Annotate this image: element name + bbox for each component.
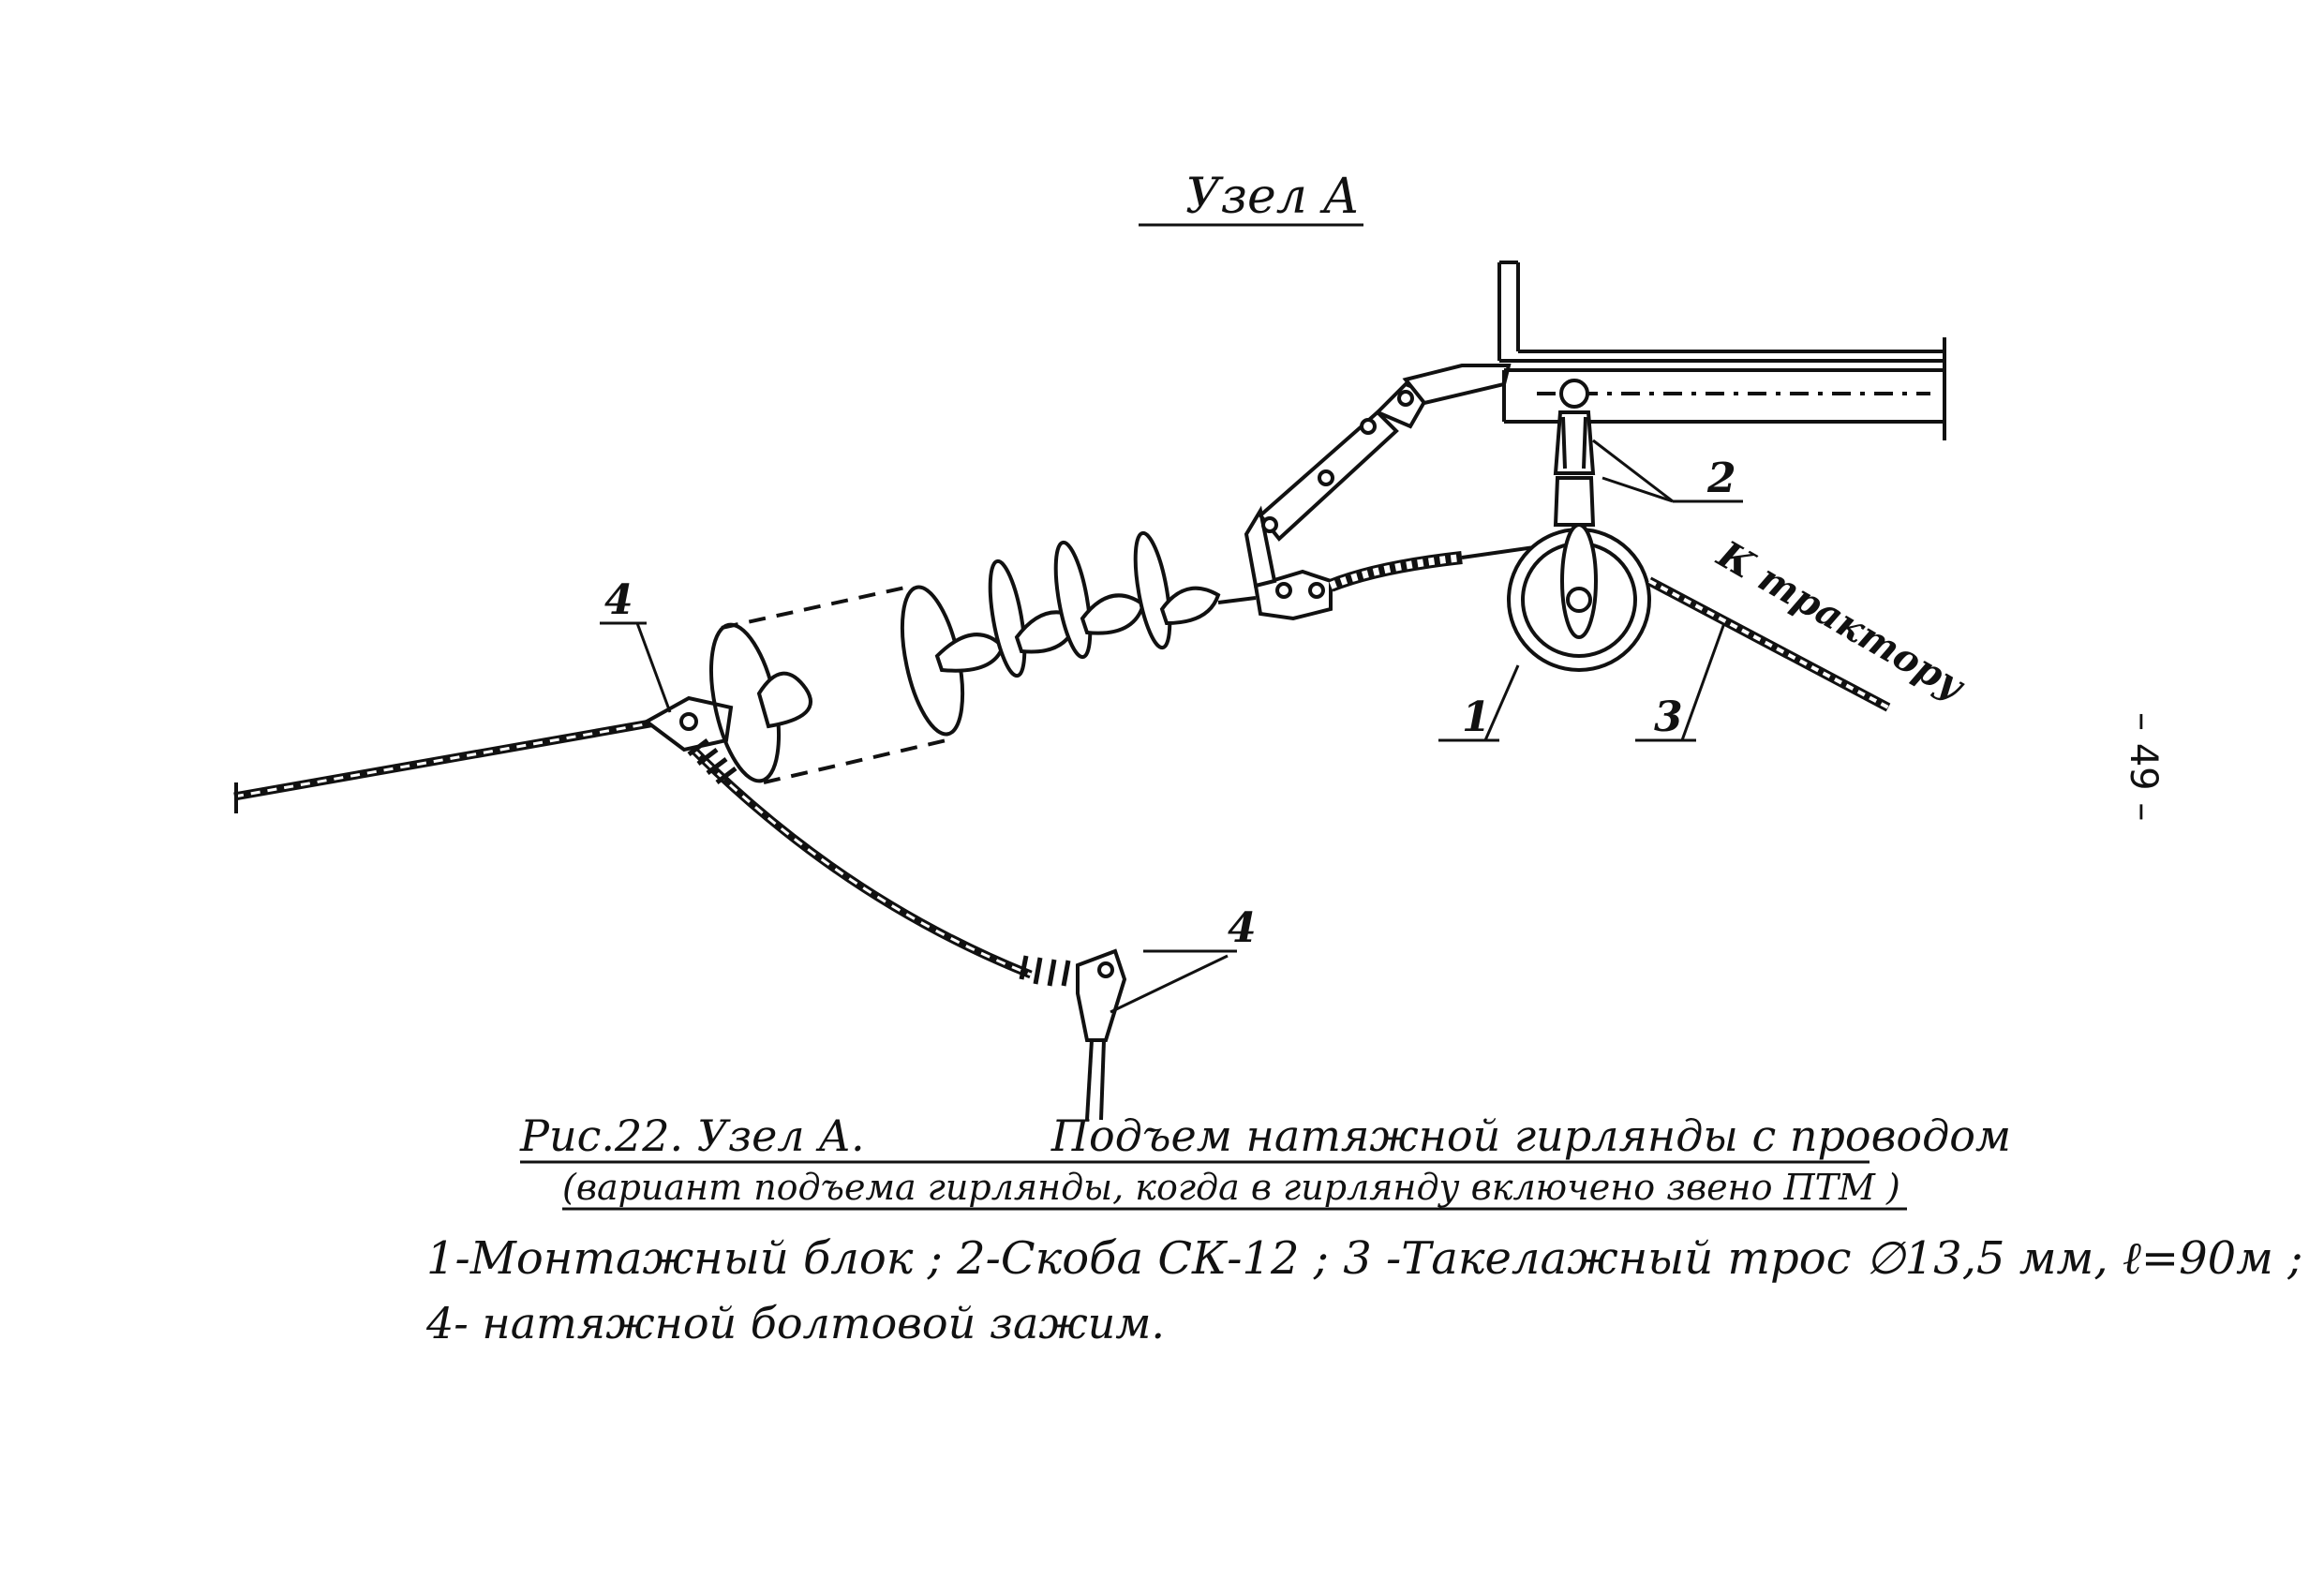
main-wire xyxy=(233,717,662,813)
node-title: Узел А xyxy=(1185,169,1360,225)
tractor-rope xyxy=(1646,576,1891,712)
insulator-cylinder xyxy=(709,584,965,784)
bolted-clamp-lower xyxy=(1076,948,1127,1121)
callout-1: 1 xyxy=(1462,693,1491,741)
erection-block xyxy=(1507,523,1651,672)
legend-line-1: 1-Монтажный блок ; 2-Скоба СК-12 ; 3 -Та… xyxy=(426,1232,2303,1285)
figure-caption-title: Рис.22. Узел А. Подъем натяжной гирлянды… xyxy=(520,1110,2011,1161)
figure-caption-text: Подъем натяжной гирлянды с проводом xyxy=(1050,1110,2012,1161)
callout-2: 2 xyxy=(1706,454,1736,502)
tension-clamp-top xyxy=(643,695,734,752)
page-number: – 49 – xyxy=(2122,712,2165,822)
tape-wraps xyxy=(687,738,1071,987)
insulator-string xyxy=(756,530,1257,729)
callout-3: 3 xyxy=(1654,693,1683,741)
figure-number: Рис.22. Узел А. xyxy=(520,1110,865,1161)
callout-4-bottom: 4 xyxy=(1228,904,1257,952)
figure-caption-subtitle: (вариант подъема гирлянды, когда в гирля… xyxy=(562,1167,1900,1208)
callout-4-top: 4 xyxy=(604,576,633,624)
leader-lines xyxy=(600,439,1743,1014)
shackle-chain xyxy=(1553,379,1596,527)
frame-beam xyxy=(1497,261,1946,440)
loop-wire xyxy=(690,746,1033,979)
ptm-link xyxy=(1244,364,1512,621)
legend-line-2: 4- натяжной болтовой зажим. xyxy=(426,1298,1166,1348)
